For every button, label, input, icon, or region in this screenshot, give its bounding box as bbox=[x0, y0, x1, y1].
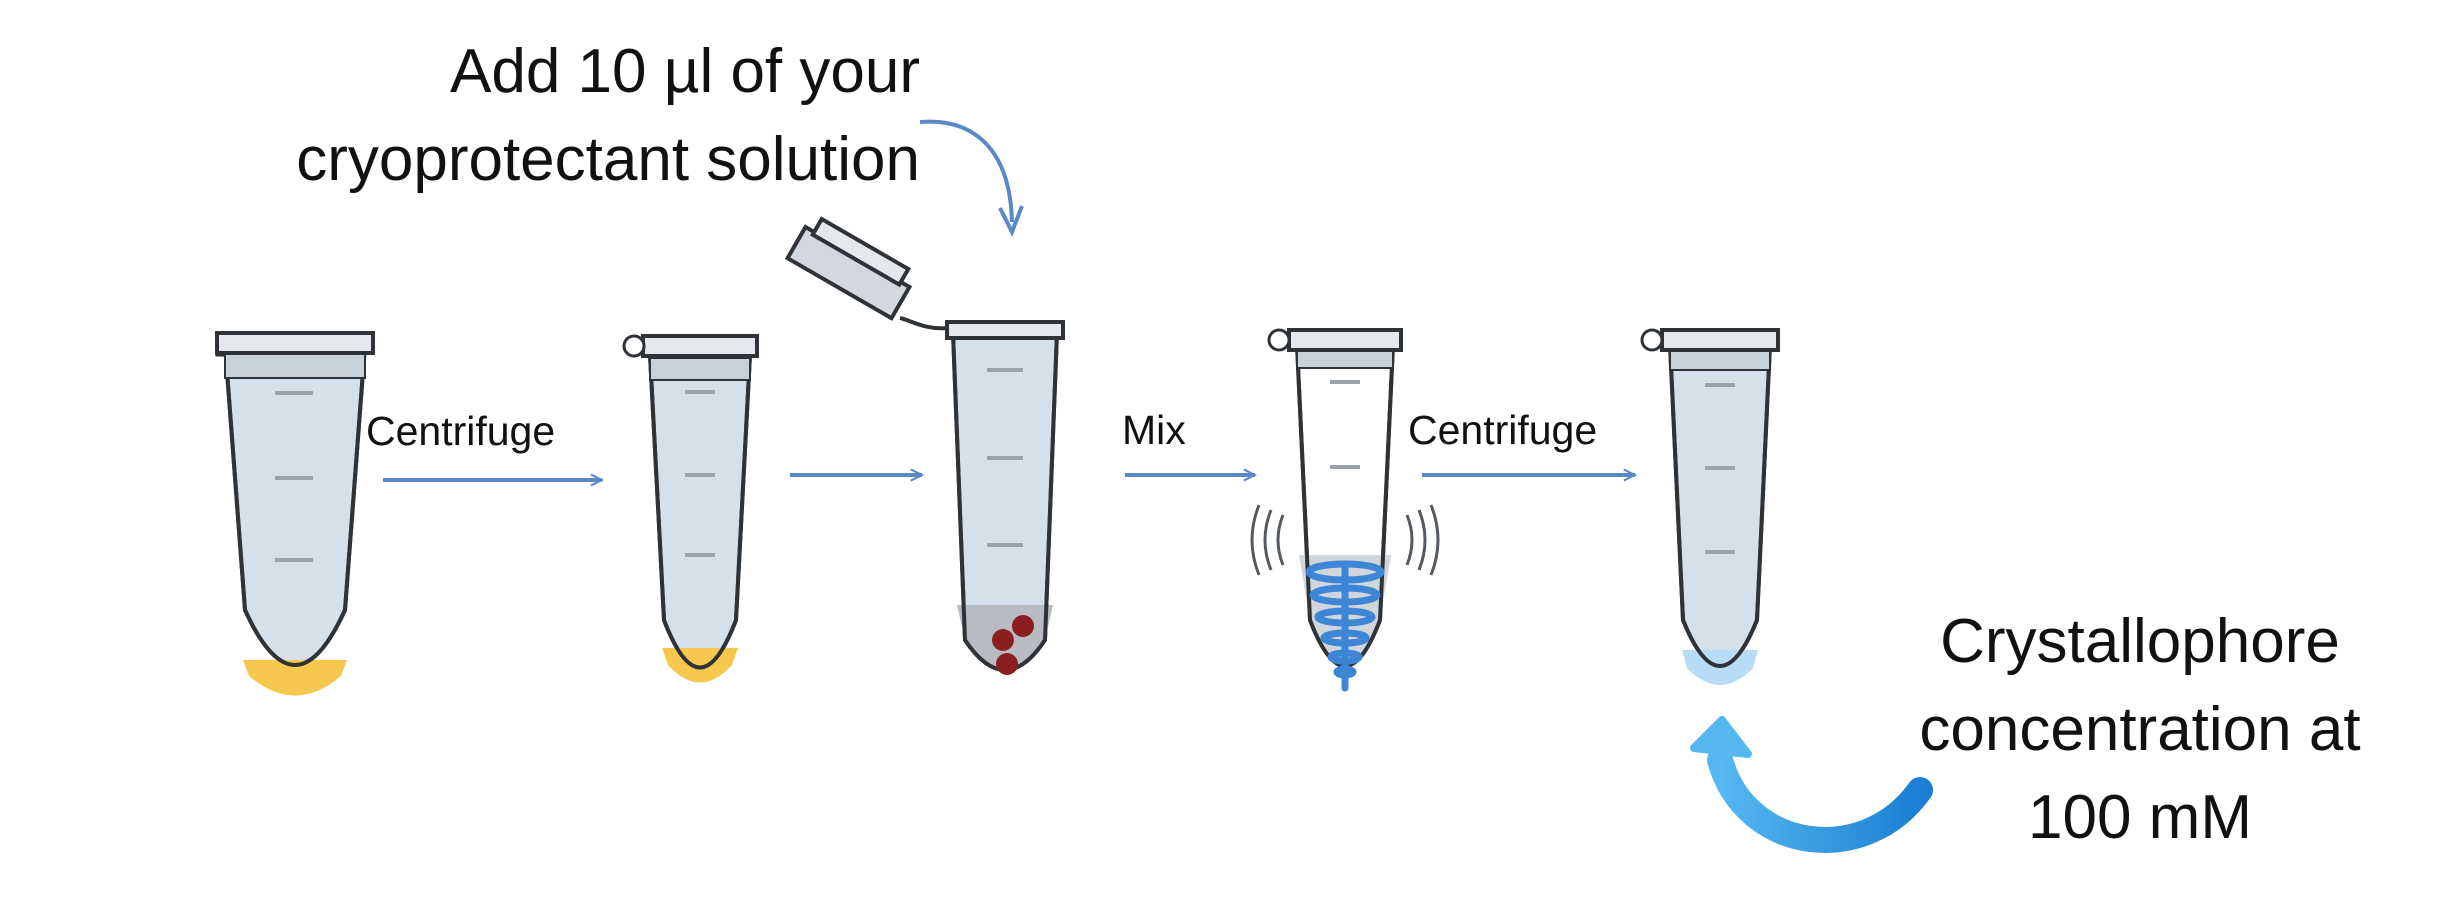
result-line-3: 100 mM bbox=[2028, 783, 2252, 852]
yellow-liquid bbox=[662, 648, 738, 683]
tube-4 bbox=[1250, 328, 1440, 692]
instruction-line-1: Add 10 µl of your bbox=[450, 37, 920, 106]
result-line-2: concentration at bbox=[1919, 695, 2361, 764]
mix-swirl-icon bbox=[1305, 560, 1385, 692]
yellow-liquid bbox=[243, 660, 347, 696]
tube-2 bbox=[622, 334, 759, 683]
open-lid bbox=[784, 216, 913, 321]
result-line-1: Crystallophore bbox=[1940, 607, 2340, 676]
tube-cap bbox=[215, 331, 375, 355]
vibration-lines-left bbox=[1250, 504, 1285, 576]
tube-cap bbox=[1287, 328, 1403, 352]
tube-cap bbox=[641, 334, 759, 358]
tube-5 bbox=[1640, 328, 1780, 685]
result-note: Crystallophore concentration at 100 mM bbox=[1880, 598, 2400, 862]
curved-arrow-up-icon bbox=[1690, 716, 1933, 853]
instruction-line-2: cryoprotectant solution bbox=[296, 125, 920, 194]
step-label-centrifuge-1: Centrifuge bbox=[366, 408, 556, 454]
step-label-mix: Mix bbox=[1122, 407, 1186, 453]
tube-1 bbox=[215, 331, 375, 696]
tube-3 bbox=[784, 216, 1065, 675]
step-label-centrifuge-2: Centrifuge bbox=[1408, 407, 1598, 453]
curved-arrow-down-icon bbox=[919, 119, 1024, 237]
tube-cap bbox=[1660, 328, 1780, 352]
instruction-note: Add 10 µl of your cryoprotectant solutio… bbox=[296, 28, 920, 204]
crystal-icon bbox=[1012, 615, 1034, 637]
tube-cap bbox=[945, 320, 1065, 340]
crystal-icon bbox=[996, 653, 1018, 675]
crystal-icon bbox=[992, 629, 1014, 651]
vibration-lines-right bbox=[1405, 504, 1440, 576]
